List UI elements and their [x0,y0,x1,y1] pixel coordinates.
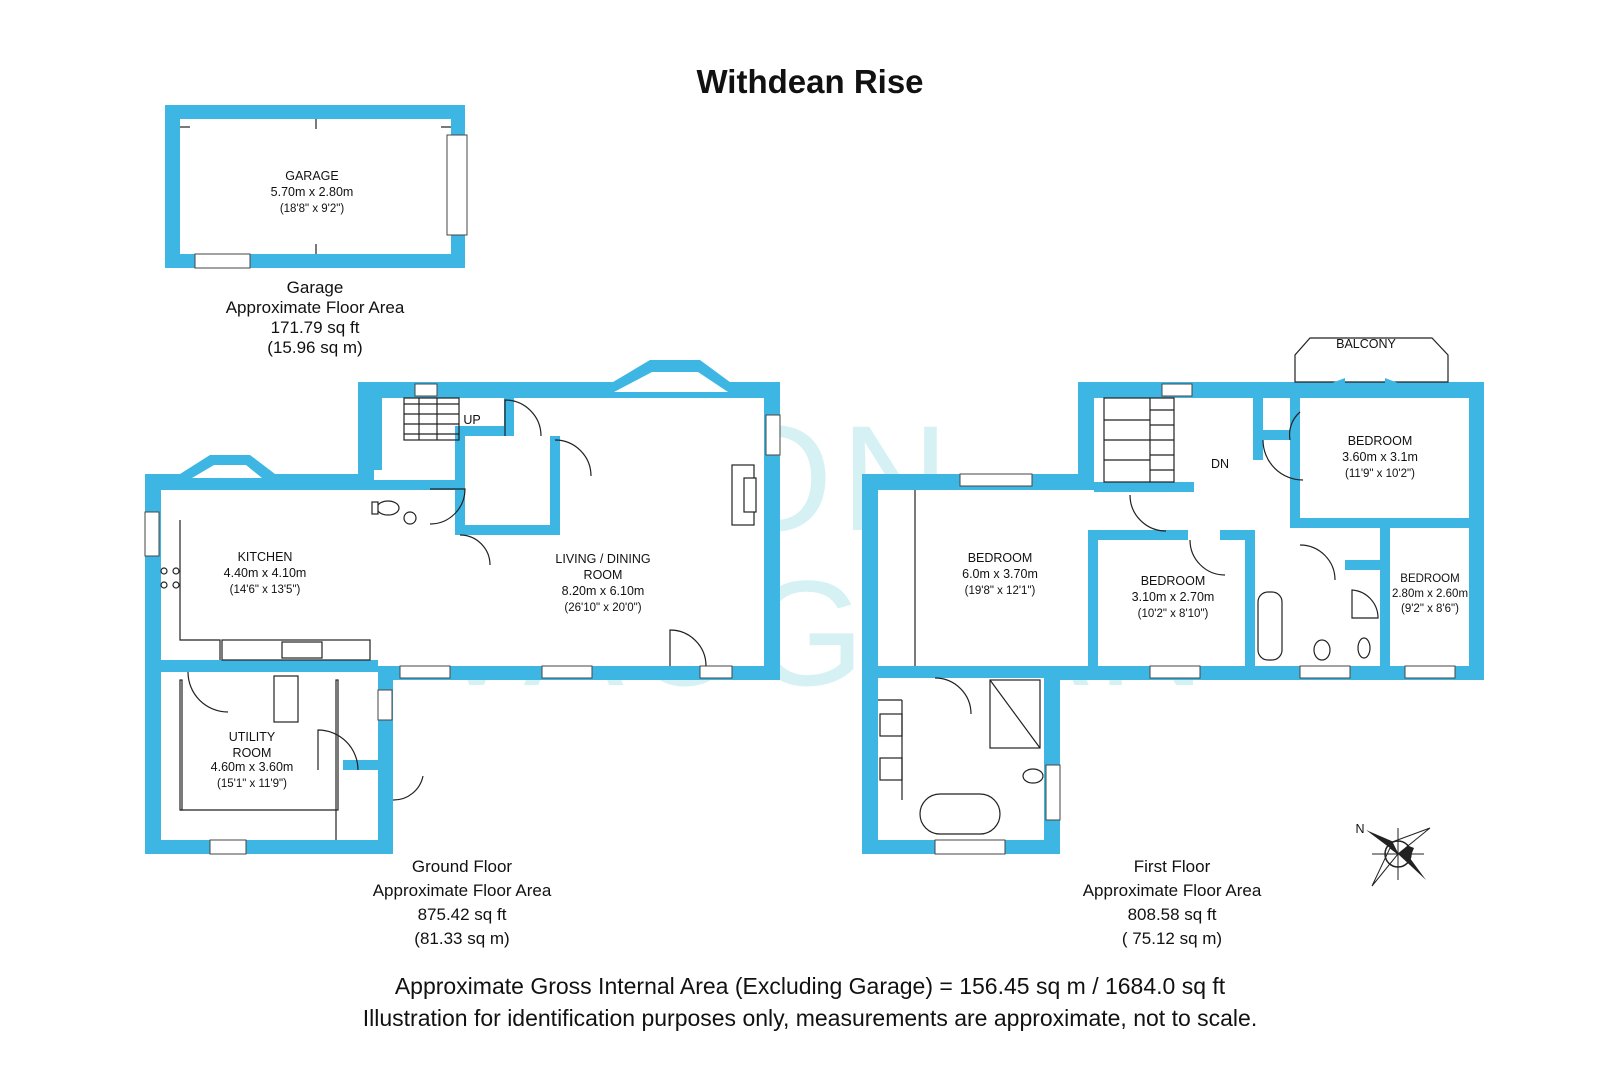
ff-bedroom-middle-metric: 3.10m x 2.70m [1132,590,1215,604]
garage-door [446,134,468,236]
garage-room-name: GARAGE [285,169,339,183]
plan-title: Withdean Rise [696,63,923,100]
ff-bedroom-left-name: BEDROOM [968,551,1033,565]
gf-utility-imperial: (15'1" x 11'9") [217,778,287,790]
ff-bedroom-tr-imperial: (11'9" x 10'2") [1345,468,1415,480]
ff-caption-sqft: 808.58 sq ft [1128,905,1217,924]
ff-balcony-label: BALCONY [1336,337,1396,351]
gf-living-imperial: (26'10" x 20'0") [564,602,641,614]
ff-stairs-label: DN [1211,457,1229,471]
gf-living-metric: 8.20m x 6.10m [562,584,645,598]
gf-utility-name-2: ROOM [233,746,272,760]
first-floor-plan: DN [862,337,1484,855]
garage-caption-title: Garage [287,278,344,297]
ff-bedroom-small-imperial: (9'2" x 8'6") [1401,603,1459,615]
garage-caption-sqm: (15.96 sq m) [267,338,362,357]
gf-caption-title: Ground Floor [412,857,512,876]
garage-plan [165,105,468,269]
gf-living-floor [374,398,764,666]
gf-living-name-2: ROOM [584,568,623,582]
ff-bedroom-left-imperial: (19'8" x 12'1") [965,585,1036,597]
gf-utility-name: UTILITY [229,730,276,744]
ground-floor-plan: UP [144,360,781,855]
gf-stairs-label: UP [463,413,480,427]
ff-bedroom-middle-imperial: (10'2" x 8'10") [1138,608,1209,620]
gf-caption-sqm: (81.33 sq m) [414,929,509,948]
garage-room-metric: 5.70m x 2.80m [271,185,354,199]
ff-bedroom-tr-metric: 3.60m x 3.1m [1342,450,1418,464]
gf-caption-subtitle: Approximate Floor Area [373,881,552,900]
gf-kitchen-imperial: (14'6" x 13'5") [230,584,301,596]
gf-utility-metric: 4.60m x 3.60m [211,760,294,774]
gf-kitchen-floor [161,490,369,660]
ff-bedroom-left-floor [878,490,1094,666]
compass-north-label: N [1355,822,1364,836]
garage-caption-sqft: 171.79 sq ft [271,318,360,337]
gf-utility-floor [161,672,378,840]
ff-caption-sqm: ( 75.12 sq m) [1122,929,1222,948]
ff-bedroom-left-metric: 6.0m x 3.70m [962,567,1038,581]
garage-room-imperial: (18'8" x 9'2") [280,203,345,215]
ff-bedroom-small-name: BEDROOM [1400,573,1459,585]
garage-caption-subtitle: Approximate Floor Area [226,298,405,317]
gf-kitchen-name: KITCHEN [238,550,293,564]
garage-floor [180,119,451,254]
footer-gross-area: Approximate Gross Internal Area (Excludi… [395,973,1226,999]
ff-caption-subtitle: Approximate Floor Area [1083,881,1262,900]
ff-bedroom-small-metric: 2.80m x 2.60m [1392,588,1468,600]
ff-caption-title: First Floor [1134,857,1211,876]
gf-caption-sqft: 875.42 sq ft [418,905,507,924]
ff-bedroom-middle-name: BEDROOM [1141,574,1206,588]
compass-icon [1366,827,1431,887]
gf-living-name: LIVING / DINING [555,552,650,566]
gf-kitchen-metric: 4.40m x 4.10m [224,566,307,580]
footer-disclaimer: Illustration for identification purposes… [363,1005,1257,1031]
ff-bedroom-tr-name: BEDROOM [1348,434,1413,448]
garage-window [194,253,251,269]
